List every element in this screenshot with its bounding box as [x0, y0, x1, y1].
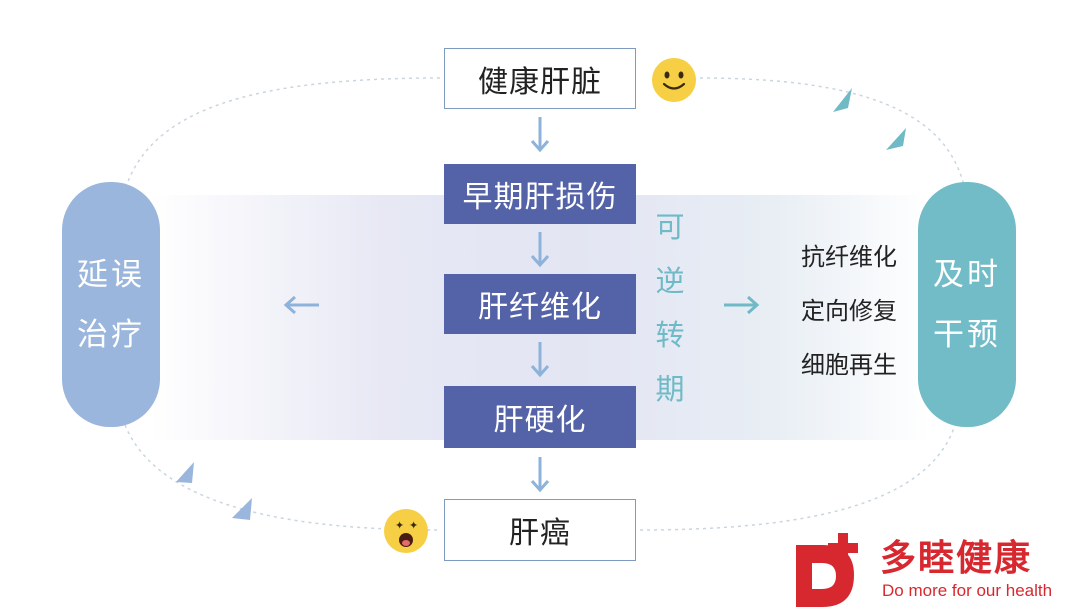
svg-text:✦: ✦ [409, 519, 418, 532]
early-damage-label: 早期肝损伤 [462, 180, 618, 215]
fibrosis-box: 肝纤维化 [444, 274, 636, 334]
reversible-period-label: 可 逆 转 期 [650, 200, 690, 416]
reversible-char: 逆 [655, 264, 685, 298]
logo-mark-icon [796, 533, 858, 607]
delayed-treatment-pill: 延误 治疗 [62, 182, 160, 427]
early-damage-box: 早期肝损伤 [444, 164, 636, 224]
liver-cancer-label: 肝癌 [509, 516, 571, 551]
healthy-liver-box: 健康肝脏 [444, 48, 636, 109]
liver-cancer-box: 肝癌 [444, 499, 636, 561]
pill-line: 延误 [77, 256, 145, 293]
logo-slogan: Do more for our health [882, 581, 1053, 600]
reversible-char: 转 [655, 318, 685, 352]
arrow-right-icon [724, 295, 760, 315]
bottom-left-arc [124, 424, 441, 531]
arrow-down-icon [530, 457, 550, 493]
arrow-left-icon [283, 295, 319, 315]
measure-item: 抗纤维化 [801, 243, 897, 271]
reversible-char: 可 [655, 210, 685, 244]
pill-line: 及时 [933, 256, 1001, 293]
timely-intervention-pill: 及时 干预 [918, 182, 1016, 427]
cycle-arrowhead [833, 88, 852, 112]
healthy-liver-label: 健康肝脏 [478, 64, 602, 100]
arrow-down-icon [530, 342, 550, 378]
svg-text:✦: ✦ [395, 519, 404, 532]
top-left-arc [124, 77, 441, 191]
cycle-arrowhead [176, 462, 194, 483]
intervention-measures-list: 抗纤维化 定向修复 细胞再生 [801, 238, 897, 384]
brand-logo: 多睦健康 Do more for our health [790, 525, 1080, 611]
reversible-char: 期 [655, 372, 685, 406]
cycle-arrowhead [232, 498, 252, 520]
logo-brand-name: 多睦健康 [880, 537, 1033, 579]
fibrosis-label: 肝纤维化 [478, 290, 602, 325]
bottom-right-arc [639, 424, 956, 531]
arrow-down-icon [530, 232, 550, 268]
measure-item: 细胞再生 [801, 351, 897, 379]
cirrhosis-label: 肝硬化 [493, 403, 587, 438]
scared-face-icon: ✦ ✦ [384, 509, 428, 553]
top-right-arc [699, 77, 966, 191]
cycle-arrowhead [886, 128, 906, 150]
cirrhosis-box: 肝硬化 [444, 386, 636, 448]
pill-line: 干预 [933, 316, 1001, 353]
arrow-down-icon [530, 117, 550, 153]
measure-item: 定向修复 [801, 297, 897, 325]
smile-face-icon [652, 58, 696, 102]
pill-line: 治疗 [77, 316, 145, 353]
